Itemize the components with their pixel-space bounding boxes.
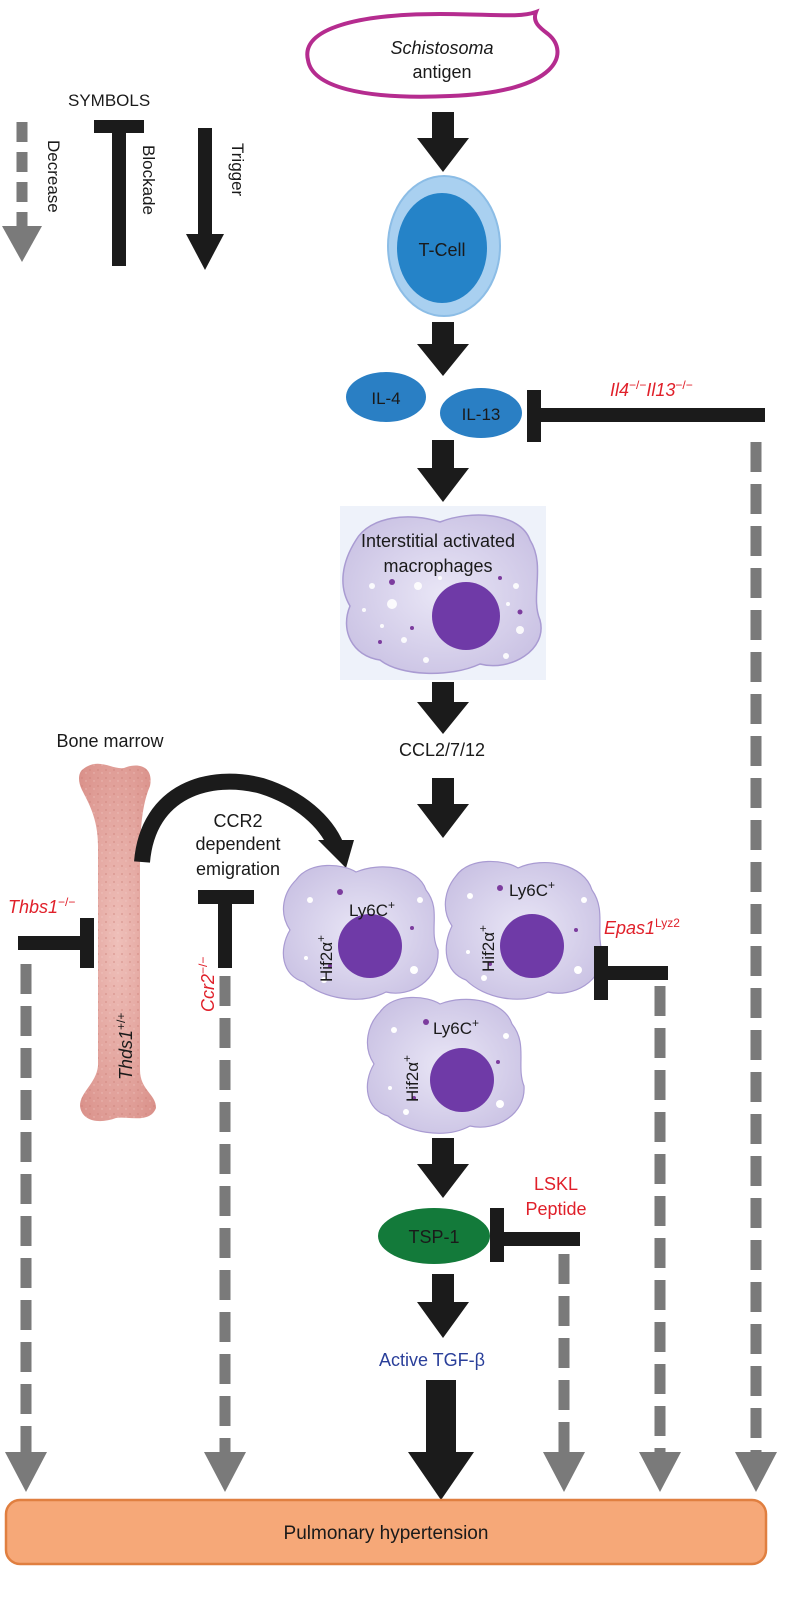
lskl-label-2: Peptide [525, 1199, 586, 1219]
macrophage-label-2: macrophages [383, 556, 492, 576]
il4-node: IL-4 [346, 372, 426, 422]
monocyte-left-hif: Hif2α+ [314, 935, 336, 982]
antigen-label-2: antigen [412, 62, 471, 82]
il13-label: IL-13 [462, 405, 501, 424]
antigen-label-1: Schistosoma [390, 38, 493, 58]
ccl-label: CCL2/7/12 [399, 740, 485, 760]
ccr2-label-3: emigration [196, 859, 280, 879]
arrow-tgf-to-outcome [408, 1380, 474, 1500]
tgf-label: Active TGF-β [379, 1350, 485, 1370]
thbs1-knockout-label: Thbs1−/− [8, 895, 75, 917]
arrow-ccl-to-monocytes [417, 778, 469, 838]
ccr2-emigration-arrow [134, 773, 354, 868]
monocyte-bottom-hif: Hif2α+ [400, 1055, 422, 1102]
arrow-antigen-to-tcell [417, 112, 469, 172]
il4-il13-knockout-label: Il4−/−Il13−/− [610, 378, 693, 400]
arrow-tcell-to-interleukins [417, 322, 469, 376]
epas1-blockade [594, 946, 668, 1000]
thbs1-blockade [18, 918, 94, 968]
bone-thbs-label: Thds1+/+ [114, 1013, 136, 1080]
epas1-knockout-label: Epas1Lyz2 [604, 916, 680, 938]
arrow-monocytes-to-tsp1 [417, 1138, 469, 1198]
ccr2-knockout-label: Ccr2−/− [196, 957, 218, 1012]
il13-node: IL-13 [440, 388, 522, 438]
legend-decrease-label: Decrease [44, 140, 63, 213]
ccr2-label-1: CCR2 [213, 811, 262, 831]
tcell-node: T-Cell [387, 175, 501, 317]
tcell-label: T-Cell [418, 240, 465, 260]
tsp1-label: TSP-1 [408, 1227, 459, 1247]
legend: SYMBOLS Decrease Blockade Trigger [2, 91, 247, 270]
arrow-interleukins-to-macrophage [417, 440, 469, 502]
monocyte-bottom-ly6c: Ly6C+ [433, 1016, 479, 1038]
lskl-blockade [490, 1208, 580, 1262]
thbs1-decrease-arrow [5, 964, 47, 1492]
legend-trigger-symbol [186, 128, 224, 270]
monocyte-left-ly6c: Ly6C+ [349, 898, 395, 920]
legend-blockade-label: Blockade [139, 145, 158, 215]
ccr2-blockade [198, 890, 254, 968]
legend-heading: SYMBOLS [68, 91, 150, 110]
monocyte-right-hif: Hif2α+ [476, 925, 498, 972]
monocyte-cell-right: Ly6C+ Hif2α+ [444, 860, 603, 1000]
il4-label: IL-4 [371, 389, 400, 408]
monocyte-cell-left: Ly6C+ Hif2α+ [282, 864, 439, 1000]
antigen-node: Schistosoma antigen [305, 8, 560, 99]
legend-blockade-symbol [94, 120, 144, 266]
epas1-decrease-arrow [639, 986, 681, 1492]
lskl-decrease-arrow [543, 1254, 585, 1492]
il4-il13-blockade [527, 390, 765, 442]
outcome-label: Pulmonary hypertension [284, 1523, 489, 1544]
arrow-tsp1-to-tgf [417, 1274, 469, 1338]
legend-trigger-label: Trigger [228, 143, 247, 197]
monocyte-right-ly6c: Ly6C+ [509, 878, 555, 900]
macrophage-label-1: Interstitial activated [361, 531, 515, 551]
pulmonary-hypertension-node: Pulmonary hypertension [4, 1498, 768, 1566]
ccr2-label-2: dependent [195, 834, 280, 854]
bone-marrow-label: Bone marrow [56, 731, 164, 751]
lskl-label-1: LSKL [534, 1174, 578, 1194]
legend-decrease-symbol [2, 122, 42, 262]
arrow-macrophage-to-ccl [417, 682, 469, 734]
interstitial-macrophage-node: Interstitial activated macrophages [340, 506, 546, 680]
tsp1-node: TSP-1 [378, 1208, 490, 1264]
il4-il13-decrease-arrow [735, 442, 777, 1492]
ccr2-decrease-arrow [204, 976, 246, 1492]
monocyte-cell-bottom: Ly6C+ Hif2α+ [366, 996, 525, 1134]
